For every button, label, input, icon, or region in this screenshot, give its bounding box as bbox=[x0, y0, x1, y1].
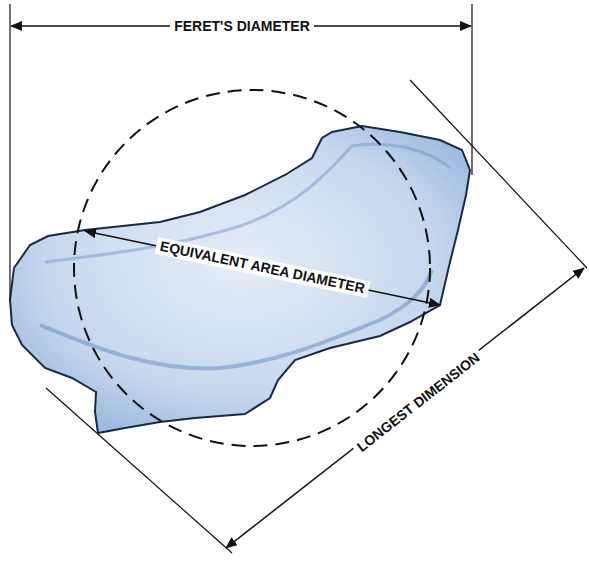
extension-line bbox=[471, 4, 472, 175]
extension-line bbox=[410, 80, 587, 268]
dimension-label: LONGEST DIMENSION bbox=[350, 346, 486, 457]
particle-shading bbox=[40, 270, 432, 368]
extension-line bbox=[46, 388, 232, 553]
extension-line bbox=[9, 4, 10, 300]
dimension-label: FERET'S DIAMETER bbox=[170, 18, 314, 35]
equivalent-circle bbox=[74, 90, 430, 446]
particle-shading bbox=[45, 144, 450, 262]
dimension-line bbox=[226, 268, 584, 548]
dimension-line bbox=[85, 231, 440, 305]
